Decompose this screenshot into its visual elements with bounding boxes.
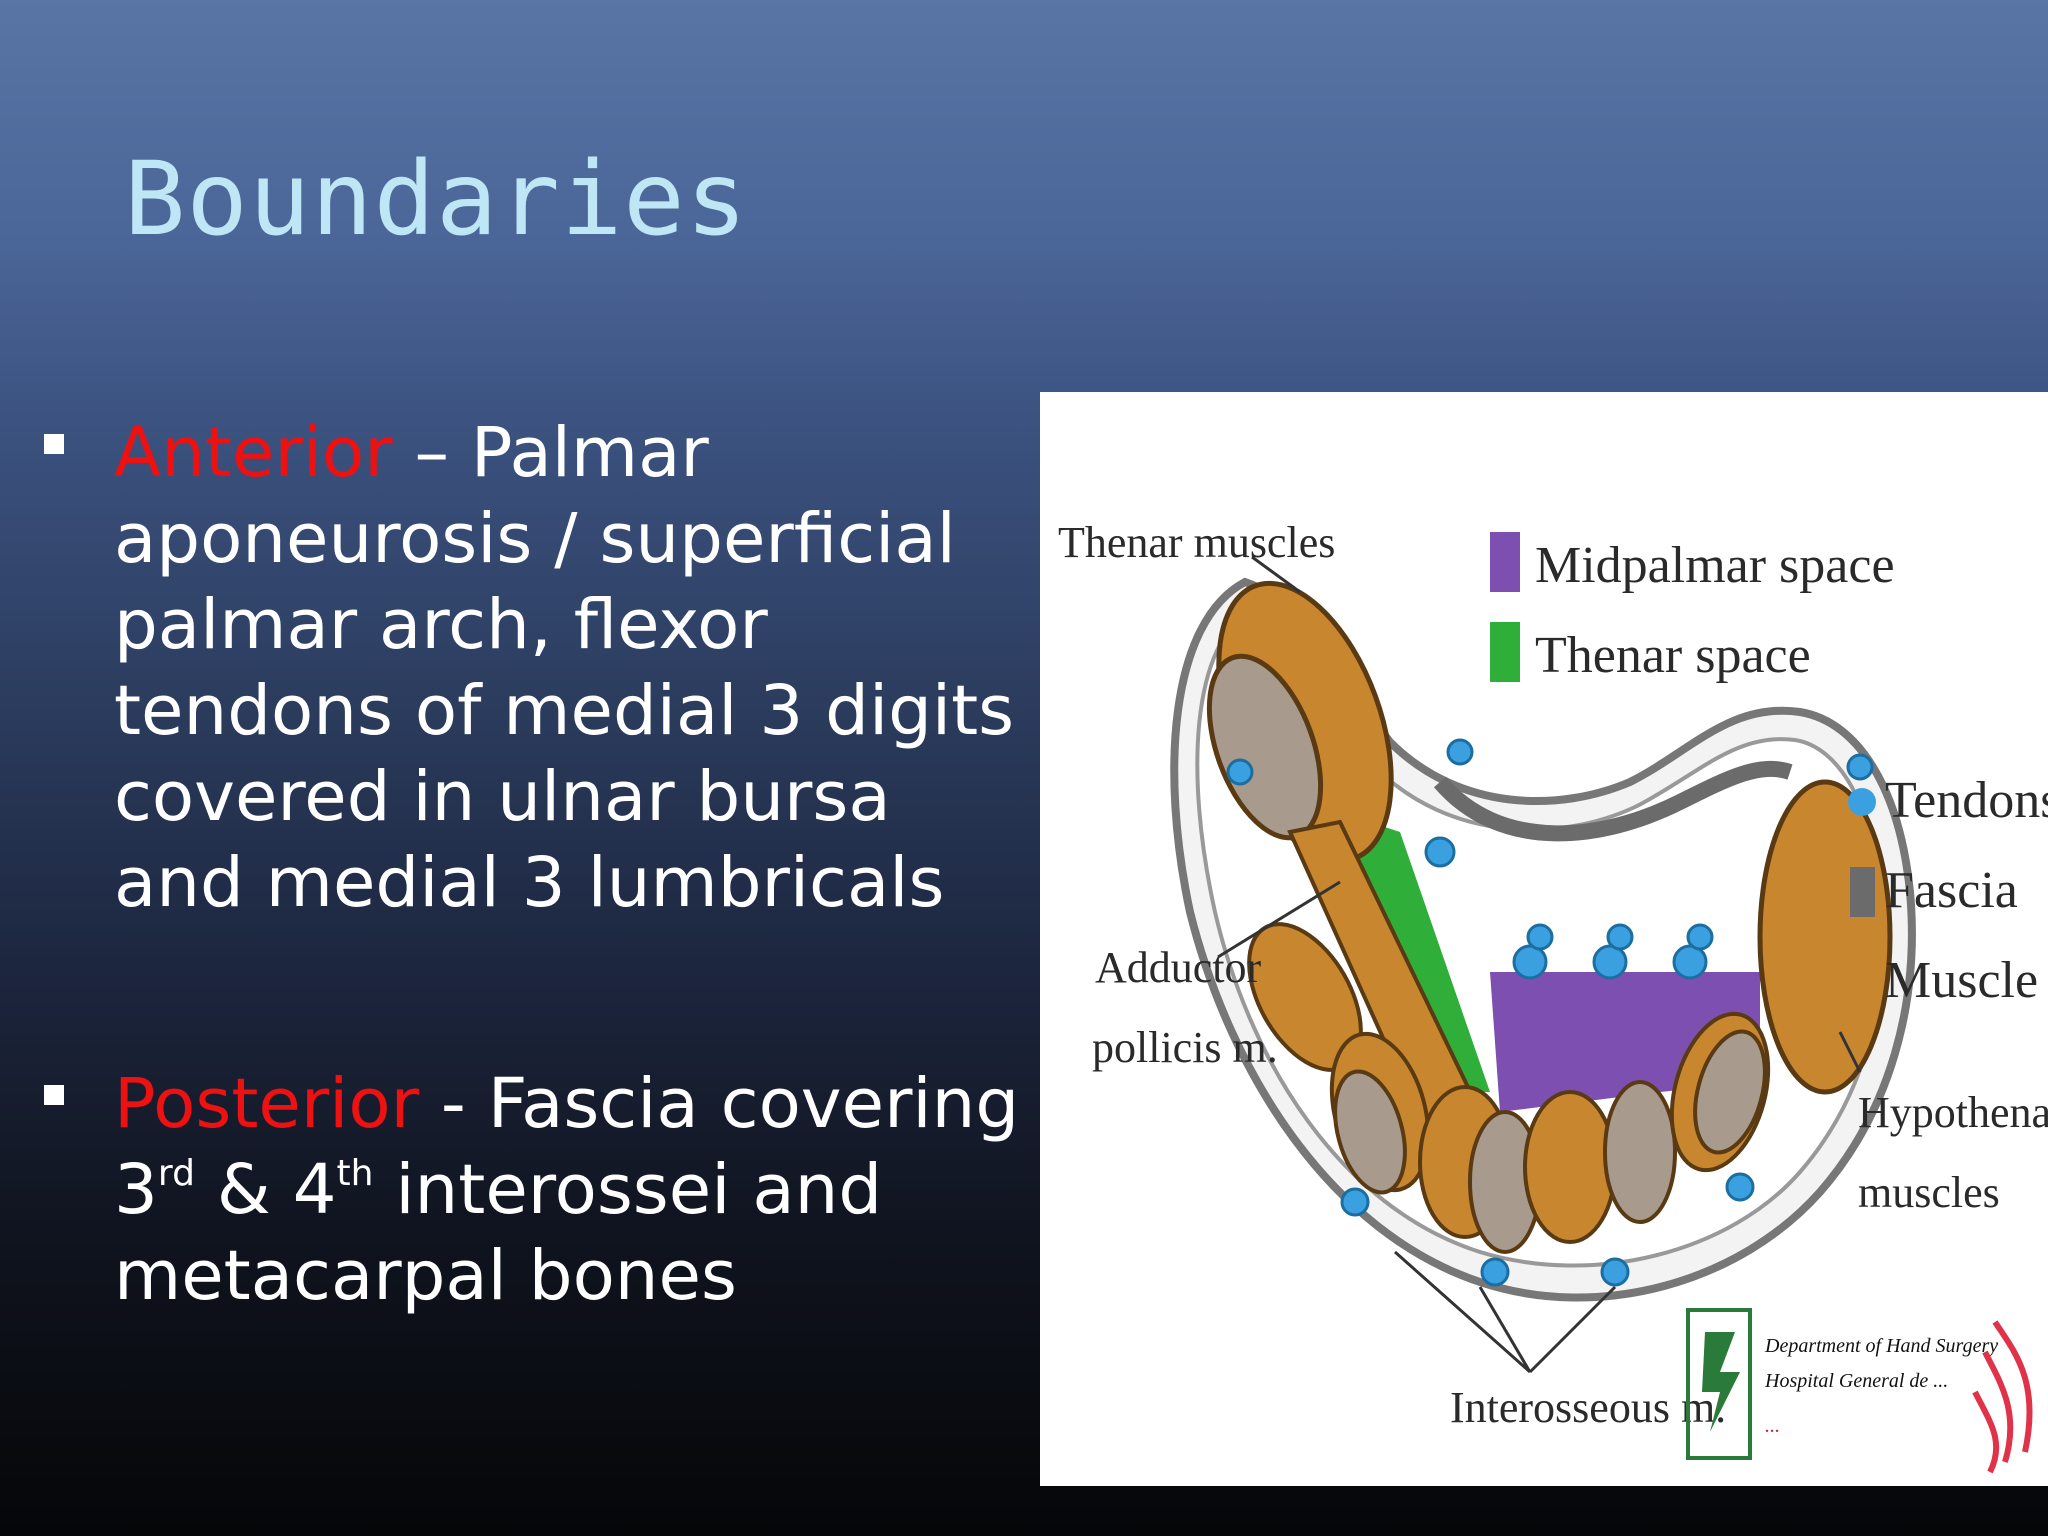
square-bullet-icon xyxy=(44,1085,64,1105)
legend-swatch-muscle xyxy=(1850,957,1875,1007)
interosseous-muscle-4 xyxy=(1523,1090,1617,1244)
tendon-dot xyxy=(1592,944,1628,980)
thenar-space-region xyxy=(1340,812,1490,1092)
bullet-posterior: Posterior - Fascia covering 3rd & 4th in… xyxy=(40,1061,1030,1319)
tendon-dot xyxy=(1526,923,1554,951)
leader-adductor xyxy=(1217,880,1341,959)
bullet-anterior-text: Anterior – Palmar aponeurosis / superfic… xyxy=(114,410,1030,926)
posterior-keyword: Posterior xyxy=(114,1064,419,1144)
tendon-dot xyxy=(1226,758,1254,786)
leader-thenar xyxy=(1251,555,1301,594)
legend-swatch-fascia xyxy=(1850,867,1875,917)
tendons-group xyxy=(1226,738,1874,1287)
tendon-dot xyxy=(1686,923,1714,951)
leader-lines xyxy=(1217,555,1862,1374)
logo-text-line3: ... xyxy=(1765,1415,1780,1437)
logo-emblem-icon xyxy=(1702,1332,1740,1432)
metacarpal-2 xyxy=(1333,1069,1407,1195)
palmar-aponeurosis xyxy=(1433,760,1793,842)
tendon-dot xyxy=(1725,1172,1755,1202)
tendon-dot xyxy=(1424,836,1456,868)
label-adductor-line2: pollicis m. xyxy=(1092,1023,1278,1072)
palm-cross-section-diagram: Thenar muscles Adductor pollicis m. Hypo… xyxy=(1040,392,2048,1486)
diagram-svg: Thenar muscles Adductor pollicis m. Hypo… xyxy=(1058,518,2048,1474)
square-bullet-icon xyxy=(44,434,64,454)
tendon-dot xyxy=(1512,944,1548,980)
posterior-description-part1: - Fascia covering 3 xyxy=(114,1064,1020,1230)
tendon-dot xyxy=(1446,738,1474,766)
tendon-dot xyxy=(1846,753,1874,781)
label-interosseous: Interosseous m. xyxy=(1450,1383,1726,1432)
tendon-dot xyxy=(1340,1187,1370,1217)
legend-label-muscle: Muscle xyxy=(1885,952,2038,1009)
hypothenar-muscles xyxy=(1757,779,1893,1095)
legend-swatch-midpalmar xyxy=(1490,532,1520,592)
legend-swatch-thenar xyxy=(1490,622,1520,682)
label-thenar-muscles: Thenar muscles xyxy=(1058,518,1335,567)
metacarpal-4 xyxy=(1603,1080,1677,1224)
label-adductor-line1: Adductor xyxy=(1095,943,1262,992)
leader-hypothenar xyxy=(1838,1031,1862,1073)
tendon-dot xyxy=(1672,944,1708,980)
legend-label-tendons: Tendons xyxy=(1885,772,2048,829)
logo-text-line2: Hospital General de ... xyxy=(1764,1370,1948,1392)
hand-logo-icon xyxy=(1972,1320,2033,1474)
anterior-description: – Palmar aponeurosis / superficial palma… xyxy=(114,413,1015,923)
bullet-anterior: Anterior – Palmar aponeurosis / superfic… xyxy=(40,410,1030,926)
bullet-posterior-text: Posterior - Fascia covering 3rd & 4th in… xyxy=(114,1061,1030,1319)
leader-interosseous xyxy=(1394,1250,1617,1374)
logo-frame xyxy=(1686,1308,1752,1460)
logo-text-line1: Department of Hand Surgery xyxy=(1764,1335,1998,1357)
metacarpal-5 xyxy=(1693,1029,1767,1155)
posterior-description-part2: & 4 xyxy=(194,1150,337,1230)
posterior-description-part3: interossei and metacarpal bones xyxy=(114,1150,883,1316)
bullet-list: Anterior – Palmar aponeurosis / superfic… xyxy=(40,410,1030,1319)
tendon-dot xyxy=(1600,1257,1630,1287)
department-logo: Department of Hand Surgery Hospital Gene… xyxy=(1686,1308,2033,1474)
tendon-dot xyxy=(1480,1257,1510,1287)
legend-label-midpalmar: Midpalmar space xyxy=(1535,537,1895,594)
slide-title: Boundaries xyxy=(124,140,749,259)
superscript-th: th xyxy=(336,1153,374,1194)
legend-label-fascia: Fascia xyxy=(1885,862,2018,919)
label-hypothenar-line2: muscles xyxy=(1858,1168,2000,1217)
anterior-keyword: Anterior xyxy=(114,413,393,493)
label-hypothenar-line1: Hypothenar xyxy=(1858,1088,2048,1137)
legend-swatch-tendons xyxy=(1848,788,1876,816)
superscript-rd: rd xyxy=(157,1153,195,1194)
legend-label-thenar: Thenar space xyxy=(1535,627,1811,684)
tendon-dot xyxy=(1606,923,1634,951)
